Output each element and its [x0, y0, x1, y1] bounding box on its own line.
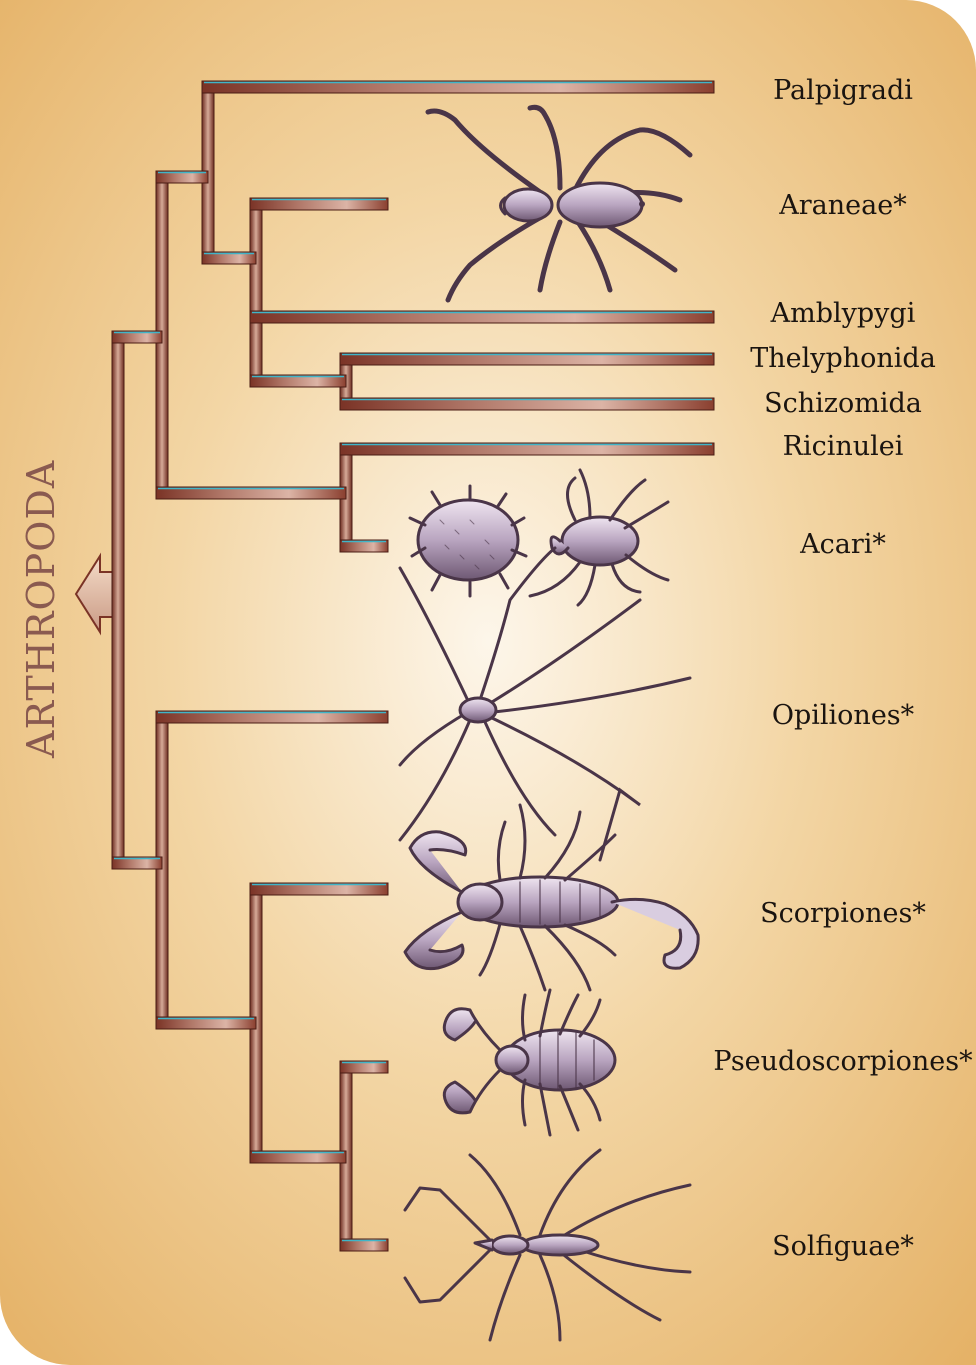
taxon-label-ricinulei: Ricinulei: [783, 431, 904, 462]
taxon-label-scorpiones: Scorpiones*: [760, 898, 926, 929]
taxon-label-palpigradi: Palpigradi: [773, 75, 913, 106]
taxon-label-schizomida: Schizomida: [764, 388, 922, 419]
taxon-label-araneae: Araneae*: [778, 190, 907, 221]
connector-araneae-group: [250, 198, 262, 387]
taxon-label-amblypygi: Amblypygi: [770, 298, 916, 329]
taxon-label-solfiguae: Solfiguae*: [772, 1231, 914, 1262]
connector-root: [112, 331, 124, 869]
connector-group-b: [156, 711, 168, 1029]
taxon-label-acari: Acari*: [799, 529, 886, 560]
arthropoda-label: ARTHROPODA: [19, 460, 63, 759]
taxon-label-thelyphonida: Thelyphonida: [750, 343, 936, 374]
taxon-label-pseudoscorpiones: Pseudoscorpiones*: [713, 1046, 973, 1077]
taxon-label-opiliones: Opiliones*: [772, 700, 915, 731]
